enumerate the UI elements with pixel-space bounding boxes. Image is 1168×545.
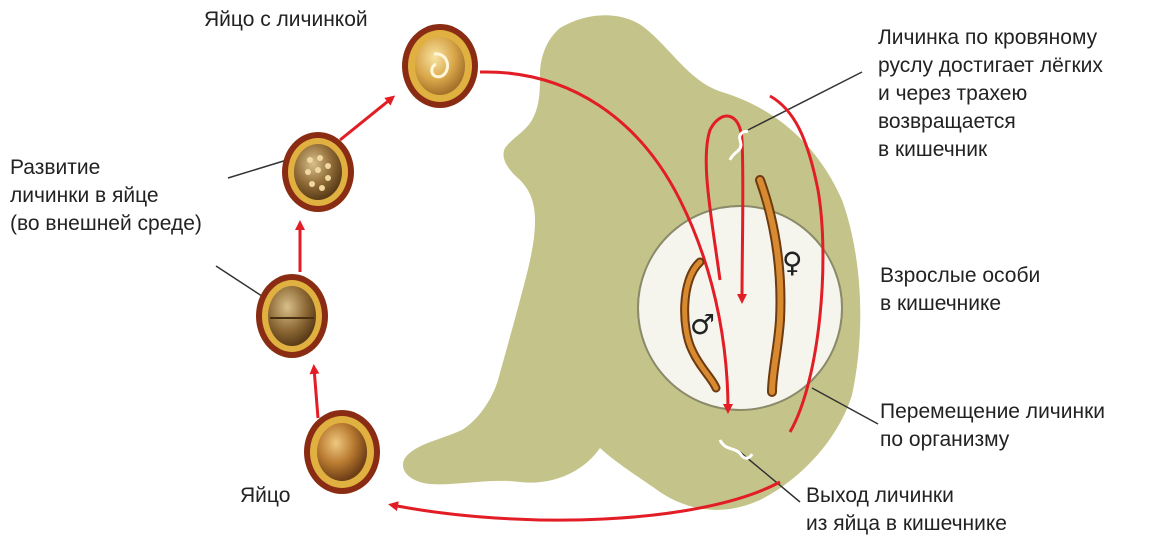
label-development-line-2: личинки в яйце [10,182,202,210]
label-exit-line-2: из яйца в кишечнике [806,510,1007,538]
label-development: Развитие личинки в яйце (во внешней сред… [10,154,202,238]
egg-early [256,274,328,358]
egg-development [282,132,354,212]
label-migration: Перемещение личинки по организму [880,398,1105,454]
label-egg: Яйцо [240,482,290,510]
male-icon: ♂ [690,308,715,341]
label-lungs-line-2: руслу достигает лёгких [878,52,1103,80]
label-exit: Выход личинки из яйца в кишечнике [806,482,1007,538]
label-lungs-line-5: в кишечник [878,136,1103,164]
label-lungs-line-3: и через трахею [878,80,1103,108]
egg-larva [402,24,478,108]
label-lungs-line-1: Личинка по кровяному [878,24,1103,52]
label-adults-line-2: в кишечнике [880,290,1040,318]
label-lungs-line-4: возвращается [878,108,1103,136]
label-egg-with-larva: Яйцо с личинкой [204,6,368,34]
label-lungs: Личинка по кровяному руслу достигает лёг… [878,24,1103,164]
label-adults: Взрослые особи в кишечнике [880,262,1040,318]
label-adults-line-1: Взрослые особи [880,262,1040,290]
label-exit-line-1: Выход личинки [806,482,1007,510]
label-development-line-3: (во внешней среде) [10,210,202,238]
intestine-circle [638,206,842,410]
female-icon: ♀ [782,246,803,279]
label-development-line-1: Развитие [10,154,202,182]
label-migration-line-2: по организму [880,426,1105,454]
egg-fresh [304,410,380,494]
label-migration-line-1: Перемещение личинки [880,398,1105,426]
